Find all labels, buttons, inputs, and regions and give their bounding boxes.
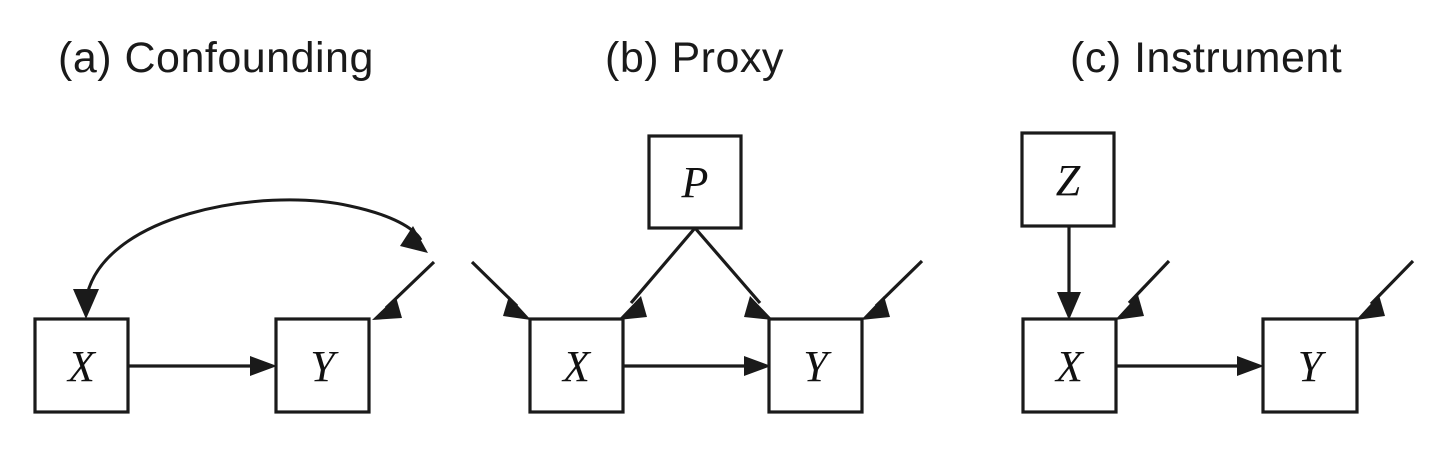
confounder-arc-arrowhead-right (400, 226, 428, 253)
node-x-box[interactable] (1021, 317, 1118, 414)
edge-noise-to-y-proxy (861, 259, 924, 320)
node-p-proxy[interactable]: P (647, 134, 743, 230)
node-y-label: Y (310, 342, 339, 391)
z-to-x-arrowhead (1057, 292, 1081, 320)
noise-to-x-arrowhead (503, 296, 531, 320)
edge-confounder-arc (73, 198, 428, 319)
x-to-y-arrowhead (1237, 356, 1264, 376)
node-x-box[interactable] (33, 317, 130, 414)
node-y-label: Y (1298, 342, 1327, 391)
confounder-arc-arrowhead-left (73, 289, 99, 319)
node-x-box[interactable] (528, 317, 625, 414)
node-y-box[interactable] (274, 317, 371, 414)
panel-confounding: (a) Confounding X (33, 34, 436, 414)
node-y-proxy[interactable]: Y (767, 317, 864, 414)
panel-instrument: (c) Instrument (1020, 34, 1415, 414)
edge-noise-to-x-proxy (470, 260, 531, 320)
node-x-label: X (561, 342, 592, 391)
node-z-label: Z (1056, 156, 1081, 205)
edge-p-to-y-proxy (693, 226, 773, 320)
node-p-label: P (681, 158, 709, 207)
node-z-instrument[interactable]: Z (1020, 131, 1116, 228)
node-x-label: X (66, 342, 97, 391)
edge-noise-to-x-instrument (1115, 259, 1171, 320)
node-x-confounding[interactable]: X (33, 317, 130, 414)
node-x-instrument[interactable]: X (1021, 317, 1118, 414)
edge-noise-to-y-instrument (1356, 259, 1415, 320)
noise-to-y-arrowhead (1356, 295, 1385, 320)
p-to-x-arrowhead (618, 296, 647, 320)
confounder-arc-path (84, 198, 423, 301)
panel-proxy: (b) Proxy (470, 34, 924, 414)
x-to-y-arrowhead (250, 356, 277, 376)
panel-title-confounding: (a) Confounding (58, 34, 374, 82)
node-y-instrument[interactable]: Y (1261, 317, 1359, 414)
panel-title-proxy: (b) Proxy (605, 34, 784, 82)
noise-to-x-line (1127, 259, 1171, 305)
p-to-y-line (693, 226, 762, 305)
node-x-label: X (1054, 342, 1085, 391)
node-p-box[interactable] (647, 134, 743, 230)
node-y-label: Y (803, 342, 832, 391)
node-z-box[interactable] (1020, 131, 1116, 228)
edge-x-to-y-confounding (128, 356, 277, 376)
node-y-box[interactable] (767, 317, 864, 414)
edge-x-to-y-instrument (1116, 356, 1264, 376)
noise-to-y-arrowhead (372, 297, 402, 320)
noise-to-y-arrowhead (861, 296, 890, 320)
x-to-y-arrowhead (744, 356, 771, 376)
panel-title-instrument: (c) Instrument (1070, 34, 1342, 82)
edge-x-to-y-proxy (623, 356, 771, 376)
node-x-proxy[interactable]: X (528, 317, 625, 414)
node-y-confounding[interactable]: Y (274, 317, 371, 414)
edge-noise-to-y-confounding (372, 260, 436, 320)
p-to-y-arrowhead (744, 296, 773, 320)
noise-to-x-arrowhead (1115, 295, 1144, 320)
node-y-box[interactable] (1261, 317, 1359, 414)
p-to-x-line (629, 226, 697, 305)
edge-z-to-x-instrument (1057, 226, 1081, 320)
edge-p-to-x-proxy (618, 226, 697, 320)
